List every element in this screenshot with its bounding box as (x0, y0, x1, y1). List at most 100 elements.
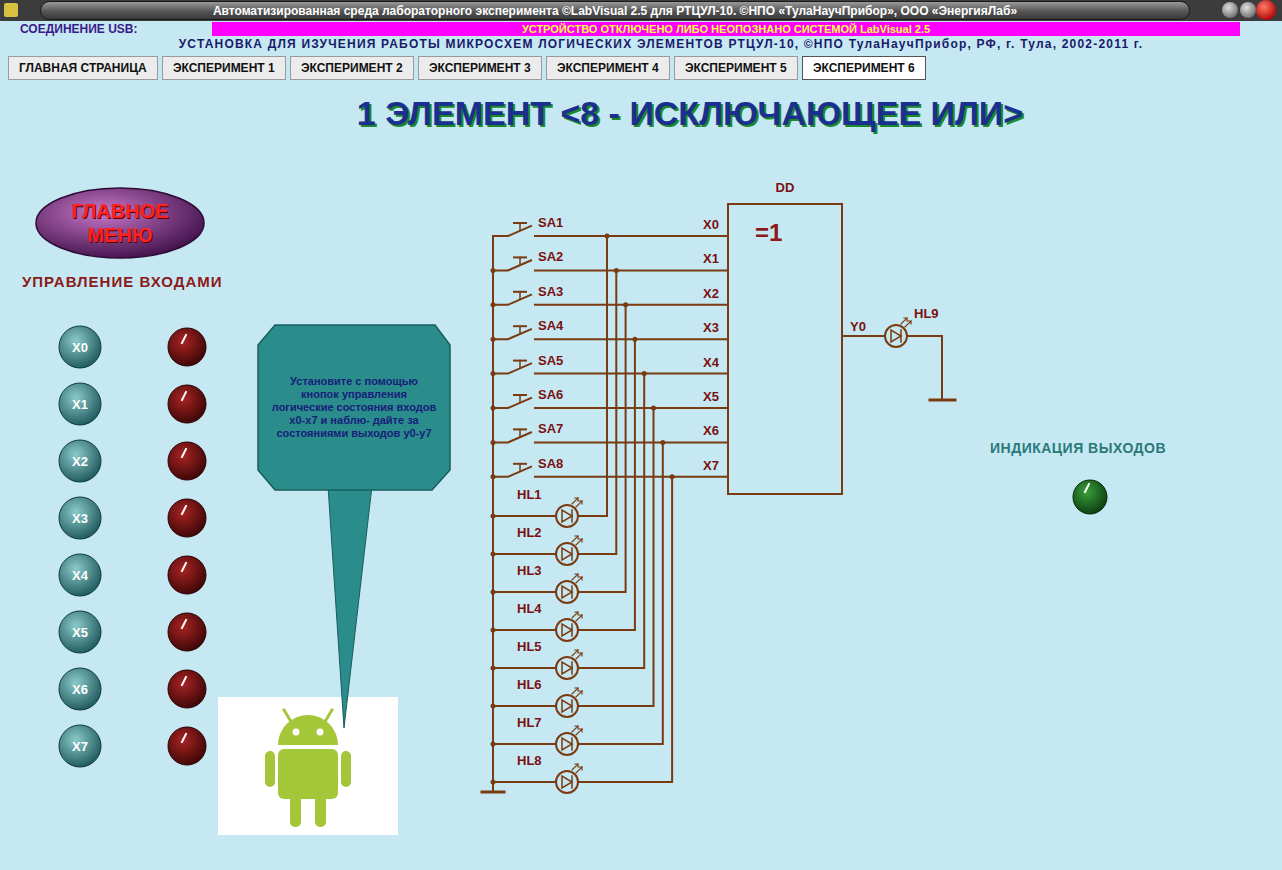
input-wire (535, 235, 727, 237)
led-name: HL3 (517, 563, 542, 578)
led-wire (579, 236, 607, 516)
led-symbol (556, 657, 578, 679)
android-antenna (326, 710, 332, 720)
led-light-arrow (905, 321, 911, 327)
logic-chip-text: =1 (755, 219, 782, 247)
led-wire (493, 553, 556, 555)
switch-name: SA5 (538, 353, 563, 368)
junction-dot (491, 337, 496, 342)
android-eye (317, 729, 324, 736)
app-icon (4, 3, 18, 17)
pin-name: X6 (703, 423, 719, 438)
led-name: HL5 (517, 639, 542, 654)
menu-ellipse (36, 188, 204, 258)
push-button (514, 463, 526, 465)
led-symbol (556, 695, 578, 717)
led-light-arrow (576, 653, 582, 659)
led-light-arrow (579, 767, 582, 770)
button-circle (59, 554, 101, 596)
switch-name: SA2 (538, 249, 563, 264)
switch-name: SA3 (538, 284, 563, 299)
button-circle (59, 383, 101, 425)
pin-name: X1 (703, 251, 719, 266)
indicator-tick (182, 677, 186, 685)
led-wire (579, 339, 635, 630)
output-wire (843, 335, 884, 337)
led-wire (493, 781, 556, 783)
switch-name: SA1 (538, 215, 563, 230)
input-wire (535, 269, 727, 271)
button-circle (59, 326, 101, 368)
led-symbol (571, 738, 573, 750)
input-wire (535, 304, 727, 306)
led-light-arrow (576, 615, 582, 621)
switch-name: SA4 (538, 318, 563, 333)
indicator-tick (182, 392, 186, 400)
input-button: X0 (58, 325, 102, 369)
android-arm (341, 751, 351, 787)
led-light-arrow (575, 536, 578, 539)
indicator-tick (182, 620, 186, 628)
junction-dot (491, 590, 496, 595)
logic-chip-text: DD (729, 180, 841, 195)
led-symbol (556, 581, 578, 603)
led-light-arrow (579, 539, 582, 542)
push-button (514, 360, 526, 362)
push-button (514, 222, 526, 224)
led-wire (493, 629, 556, 631)
led-symbol (571, 548, 573, 560)
push-button (519, 326, 521, 333)
switch-blade (493, 329, 531, 339)
led-wire (493, 591, 556, 593)
output-indicator (1073, 480, 1107, 514)
window-title-bar: Автоматизированная среда лабораторного э… (40, 1, 1190, 20)
switch-blade (493, 467, 531, 477)
led-symbol (900, 330, 902, 342)
led-symbol (556, 733, 578, 755)
led-light-arrow (576, 539, 582, 545)
led-light-arrow (579, 729, 582, 732)
push-button (514, 325, 526, 327)
led-symbol (891, 330, 901, 342)
input-wire (535, 407, 727, 409)
led-wire (493, 515, 556, 517)
callout-shape (258, 325, 450, 490)
led-light-arrow (572, 536, 578, 542)
page-title: 1 ЭЛЕМЕНТ <8 - ИСКЛЮЧАЮЩЕЕ ИЛИ> (357, 94, 1023, 133)
tab-button: ГЛАВНАЯ СТРАНИЦА (8, 56, 158, 80)
push-button (514, 428, 526, 430)
hint-callout-text: Установите с помощью кнопок управления л… (270, 375, 438, 440)
junction-dot (491, 552, 496, 557)
junction-dot (491, 780, 496, 785)
tab-button: ЭКСПЕРИМЕНТ 3 (418, 56, 542, 80)
led-symbol (562, 510, 572, 522)
indicator-tick (182, 335, 186, 343)
indicator-tick (182, 734, 186, 742)
led-symbol (571, 662, 573, 674)
section-heading: УПРАВЛЕНИЕ ВХОДАМИ (22, 273, 223, 290)
push-button (514, 394, 526, 396)
led-wire (579, 270, 616, 554)
tab-button: ЭКСПЕРИМЕНТ 5 (674, 56, 798, 80)
led-wire (493, 705, 556, 707)
led-light-arrow (572, 726, 578, 732)
android-body (278, 749, 338, 799)
push-button (519, 257, 521, 264)
junction-dot (491, 666, 496, 671)
status-bar: УСТРОЙСТВО ОТКЛЮЧЕНО ЛИБО НЕОПОЗНАНО СИС… (212, 22, 1240, 36)
led-light-arrow (908, 321, 911, 324)
push-button (514, 291, 526, 293)
pin-name: X4 (703, 355, 719, 370)
led-symbol (556, 619, 578, 641)
button-circle (59, 725, 101, 767)
switch-name: SA6 (538, 387, 563, 402)
led-light-arrow (579, 577, 582, 580)
input-button: X2 (58, 439, 102, 483)
led-light-arrow (572, 498, 578, 504)
led-wire (493, 667, 556, 669)
push-button (519, 361, 521, 368)
input-wire (535, 476, 727, 478)
led-symbol (562, 548, 572, 560)
tab-button-text: ЭКСПЕРИМЕНТ 1 (173, 61, 275, 75)
led-light-arrow (572, 574, 578, 580)
